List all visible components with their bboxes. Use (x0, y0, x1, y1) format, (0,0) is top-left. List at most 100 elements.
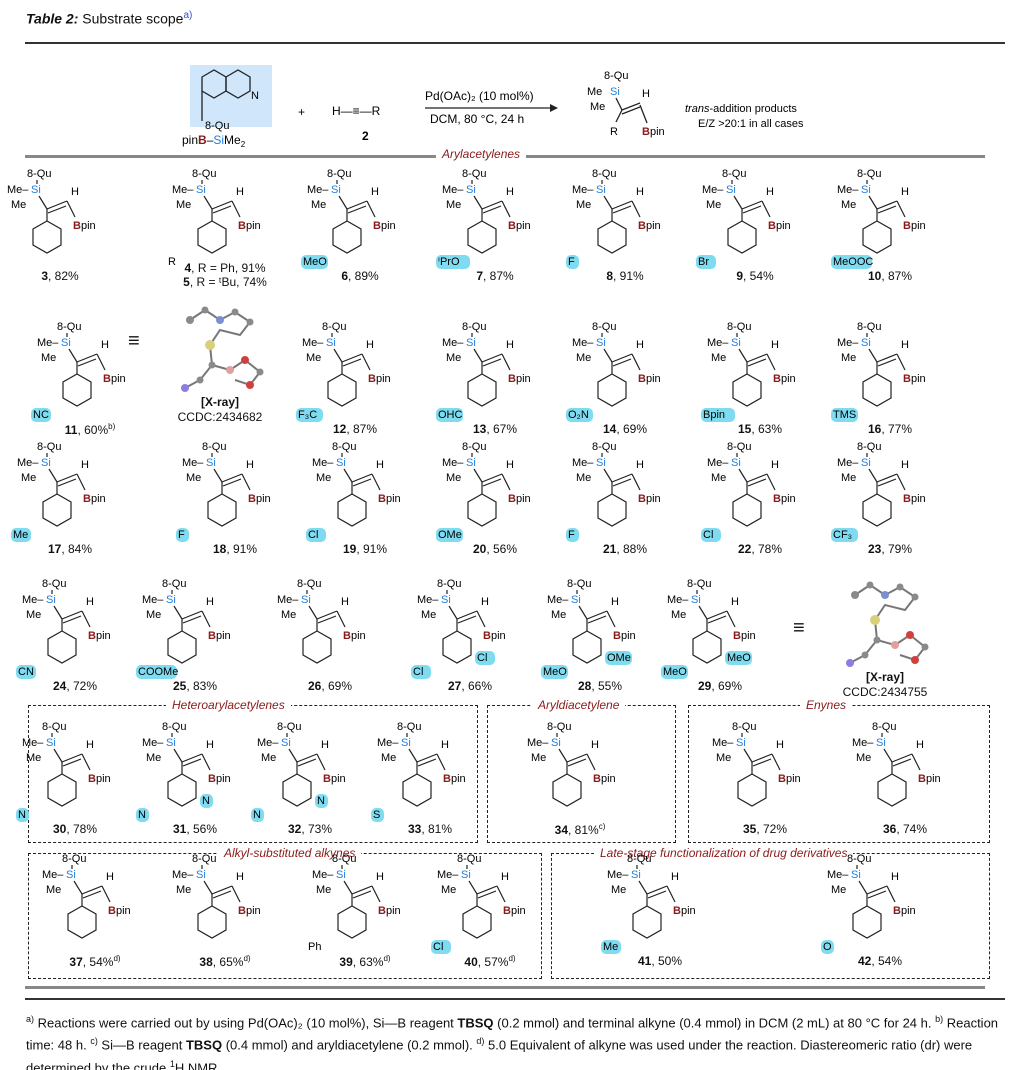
substituent-highlight (136, 808, 149, 822)
bond (317, 615, 337, 624)
aryl-ring (402, 773, 432, 807)
silicon-label: Si (731, 337, 741, 349)
quinolinyl-label: 8-Qu (592, 441, 616, 453)
quinolinyl-label: 8-Qu (192, 168, 216, 180)
hydrogen-label: H (246, 459, 254, 471)
substituent-highlight (725, 651, 752, 665)
ccdc-number: CCDC:2434682 (177, 410, 263, 424)
bond (473, 195, 483, 210)
bond (352, 890, 372, 899)
compound-caption: 19, 91% (300, 542, 430, 556)
bond (182, 758, 202, 767)
methyl-label: Me– (837, 457, 859, 469)
svg-text:trans-addition products: trans-addition products (685, 103, 797, 115)
bpin-label: Bpin (443, 773, 466, 785)
bond (747, 478, 767, 487)
bond (752, 758, 772, 767)
compound-number: 32 (287, 822, 302, 836)
xray-label: [X-ray] (865, 670, 904, 684)
bond (743, 748, 753, 763)
compound-number: 39 (339, 955, 353, 969)
substituent-label: N (18, 809, 26, 821)
compound-yield: , 54% (871, 954, 903, 968)
methyl-label: Me (711, 352, 726, 364)
bond (587, 615, 607, 624)
compound-yield: , 66% (461, 679, 493, 693)
silicon-label: Si (466, 184, 476, 196)
bpin-label: Bpin (368, 373, 391, 385)
xray-label: [X-ray] (200, 395, 239, 409)
bond (342, 358, 362, 367)
bond (666, 885, 676, 903)
hydrogen-label: H (236, 186, 244, 198)
compound-yield: , 73% (301, 822, 333, 836)
aryl-ring (462, 905, 492, 939)
methyl-label: Me– (707, 337, 729, 349)
substituent-label: MeO (727, 652, 751, 664)
quinolinyl-label: 8-Qu (327, 168, 351, 180)
substituent-highlight (251, 808, 264, 822)
compound-caption: 24, 72% (10, 679, 140, 693)
quinolinyl-label: 8-Qu (332, 441, 356, 453)
quinolinyl-label: 8-Qu (42, 721, 66, 733)
aryl-ring (67, 905, 97, 939)
bpin-label: Bpin (483, 630, 506, 642)
bond (203, 195, 213, 210)
hydrogen-label: H (371, 186, 379, 198)
quinolinyl-label: 8-Qu (462, 441, 486, 453)
bond (417, 758, 437, 767)
bond (182, 615, 202, 624)
bond (221, 473, 243, 483)
quinolinyl-label: 8-Qu (857, 168, 881, 180)
bpin-label: Bpin (378, 493, 401, 505)
bond (766, 473, 776, 491)
bond (558, 748, 568, 763)
silicon-label: Si (46, 594, 56, 606)
methyl-label: Me– (312, 457, 334, 469)
compound-yield: , 69% (711, 679, 743, 693)
substituent-label: F (568, 256, 575, 268)
compound-yield: , 72% (756, 822, 788, 836)
quinolinyl-label: 8-Qu (727, 441, 751, 453)
bond (611, 473, 633, 483)
substituent-highlight (831, 528, 858, 542)
methyl-label: Me (446, 199, 461, 211)
silicon-label: Si (876, 737, 886, 749)
aryl-ring (597, 220, 627, 254)
aryl-ring (852, 905, 882, 939)
substituent-highlight (31, 408, 51, 422)
compound-number: 3 (41, 269, 48, 283)
quinolinyl-label: 8-Qu (567, 578, 591, 590)
hydrogen-label: H (376, 871, 384, 883)
compound-yield: , 57% (477, 955, 509, 969)
substituent-label: O₂N (568, 409, 589, 421)
quinolinyl-label: 8-Qu (627, 853, 651, 865)
bond (201, 610, 211, 628)
bond (631, 353, 641, 371)
methyl-label: Me– (42, 869, 64, 881)
compound-number: 42 (857, 954, 872, 968)
bond (891, 753, 913, 763)
methyl-label: Me (711, 472, 726, 484)
bond (647, 890, 667, 899)
methyl-label: Me– (277, 594, 299, 606)
bond (631, 473, 641, 491)
methyl-label: Me– (142, 594, 164, 606)
compound-number: 13 (472, 422, 487, 436)
hydrogen-label: H (206, 596, 214, 608)
hydrogen-label: H (636, 459, 644, 471)
